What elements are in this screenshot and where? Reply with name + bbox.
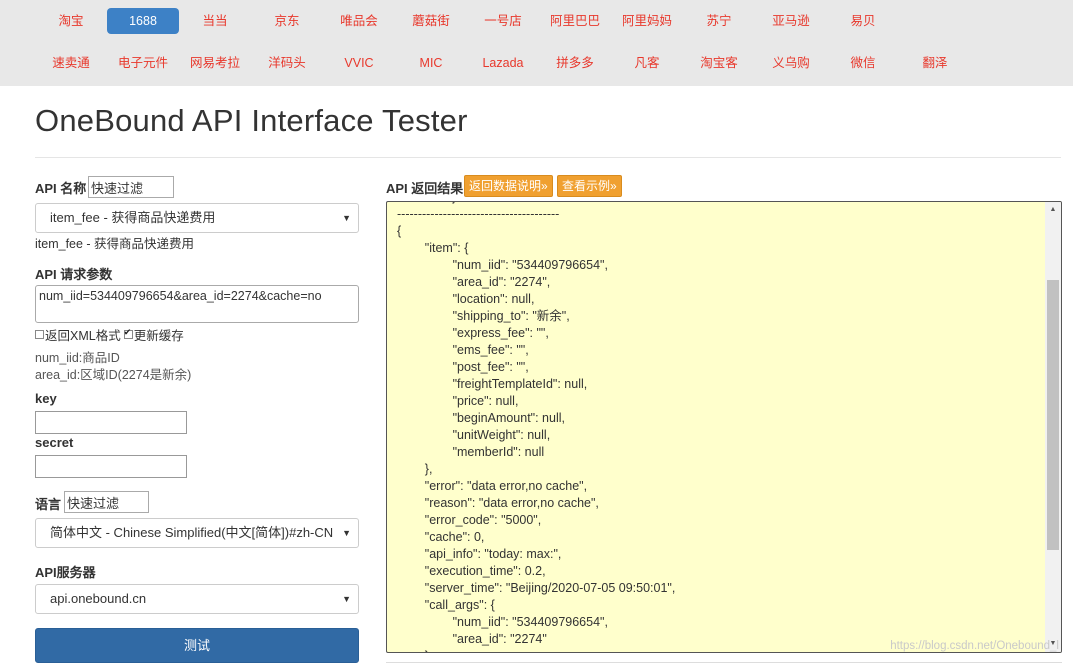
- result-scrollbar[interactable]: ▲ ▼: [1045, 202, 1061, 652]
- nav-link[interactable]: 淘宝客: [700, 56, 738, 70]
- language-select-value: 简体中文 - Chinese Simplified(中文[简体])#zh-CN: [50, 525, 334, 540]
- result-doc-button[interactable]: 返回数据说明»: [464, 175, 553, 197]
- server-select-value: api.onebound.cn: [50, 591, 147, 606]
- nav-link[interactable]: 微信: [850, 56, 876, 70]
- secret-label: secret: [35, 435, 74, 450]
- nav-link[interactable]: 义乌购: [772, 56, 810, 70]
- nav-row-1: 淘宝 1688 当当 京东 唯品会 蘑菇街 一号店 阿里巴巴 阿里妈妈 苏宁 亚马逊 易贝: [35, 8, 899, 34]
- nav-link[interactable]: 1688: [107, 8, 179, 34]
- test-button[interactable]: 测试: [35, 628, 359, 663]
- nav-link[interactable]: 一号店: [484, 14, 522, 28]
- chevron-down-icon: ▼: [342, 213, 351, 223]
- nav-link[interactable]: 京东: [274, 14, 300, 28]
- api-filter-input[interactable]: [88, 176, 174, 198]
- params-textarea[interactable]: num_iid=534409796654&area_id=2274&cache=…: [35, 285, 359, 323]
- nav-link[interactable]: Lazada: [482, 56, 524, 70]
- language-label: 语言: [35, 497, 62, 512]
- nav-link[interactable]: 电子元件: [117, 56, 168, 70]
- key-label: key: [35, 391, 57, 406]
- result-text: Result Object: -------------------------…: [397, 202, 676, 652]
- server-label: API服务器: [35, 565, 96, 580]
- view-example-button[interactable]: 查看示例»: [557, 175, 622, 197]
- scroll-down-icon[interactable]: ▼: [1049, 640, 1057, 647]
- result-output[interactable]: Result Object: -------------------------…: [386, 201, 1062, 653]
- top-navigation: 淘宝 1688 当当 京东 唯品会 蘑菇街 一号店 阿里巴巴 阿里妈妈 苏宁 亚马逊 易贝 速卖通 电子…: [0, 0, 1073, 86]
- api-description: item_fee - 获得商品快递费用: [35, 237, 195, 251]
- nav-link[interactable]: VVIC: [344, 56, 374, 70]
- params-value: num_iid=534409796654&area_id=2274&cache=…: [39, 289, 322, 303]
- nav-link[interactable]: 翻泽: [922, 56, 948, 70]
- chevron-down-icon: ▼: [342, 594, 351, 604]
- nav-link[interactable]: 阿里妈妈: [621, 14, 672, 28]
- params-label: API 请求参数: [35, 267, 113, 282]
- page-title: OneBound API Interface Tester: [35, 103, 468, 138]
- chevron-down-icon: ▼: [342, 528, 351, 538]
- nav-link[interactable]: 当当: [202, 14, 228, 28]
- result-label: API 返回结果: [386, 181, 464, 196]
- nav-link[interactable]: 阿里巴巴: [549, 14, 600, 28]
- watermark: https://blog.csdn.net/Onebound_l: [890, 640, 1059, 652]
- language-select[interactable]: 简体中文 - Chinese Simplified(中文[简体])#zh-CN …: [35, 518, 359, 548]
- nav-link[interactable]: 苏宁: [706, 14, 732, 28]
- nav-link[interactable]: 网易考拉: [189, 56, 240, 70]
- nav-link[interactable]: 拼多多: [556, 56, 594, 70]
- cache-checkbox[interactable]: [123, 327, 133, 339]
- nav-link[interactable]: 淘宝: [58, 14, 84, 28]
- nav-link[interactable]: 蘑菇街: [412, 14, 450, 28]
- cache-checkbox-label: 更新缓存: [133, 329, 184, 343]
- key-input[interactable]: [35, 411, 187, 434]
- server-select[interactable]: api.onebound.cn ▼: [35, 584, 359, 614]
- title-divider: [35, 157, 1061, 158]
- secret-input[interactable]: [35, 455, 187, 478]
- scrollbar-thumb[interactable]: [1047, 280, 1059, 550]
- nav-link[interactable]: 唯品会: [340, 14, 378, 28]
- options-row: 返回XML格式 更新缓存: [35, 325, 184, 344]
- nav-link[interactable]: 凡客: [634, 56, 660, 70]
- language-filter-input[interactable]: [64, 491, 149, 513]
- nav-link[interactable]: 亚马逊: [772, 14, 810, 28]
- api-select[interactable]: item_fee - 获得商品快递费用 ▼: [35, 203, 359, 233]
- api-select-value: item_fee - 获得商品快递费用: [50, 210, 216, 225]
- param-hint-num-iid: num_iid:商品ID: [35, 351, 120, 365]
- bottom-divider: [386, 662, 1062, 663]
- xml-checkbox[interactable]: [35, 330, 44, 339]
- nav-link[interactable]: 速卖通: [52, 56, 90, 70]
- api-name-label: API 名称: [35, 181, 87, 196]
- param-hint-area-id: area_id:区域ID(2274是新余): [35, 368, 192, 382]
- nav-link[interactable]: MIC: [419, 56, 443, 70]
- scroll-up-icon[interactable]: ▲: [1049, 206, 1057, 213]
- nav-row-2: 速卖通 电子元件 网易考拉 洋码头 VVIC MIC Lazada 拼多多 凡客 淘宝客 义乌购 微信…: [35, 50, 971, 76]
- nav-link[interactable]: 易贝: [850, 14, 876, 28]
- xml-checkbox-label: 返回XML格式: [45, 329, 121, 343]
- nav-link[interactable]: 洋码头: [268, 56, 306, 70]
